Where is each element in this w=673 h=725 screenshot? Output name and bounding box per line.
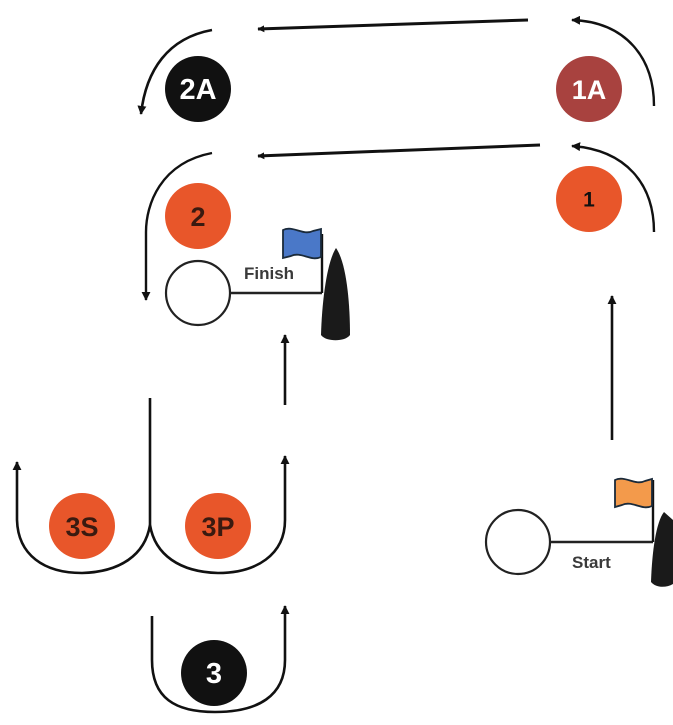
rounding-arc-1a — [571, 15, 656, 107]
mark-1a-label: 1A — [572, 75, 607, 105]
finish-pin-buoy — [164, 259, 232, 327]
mark-1: 1 — [556, 166, 622, 232]
mark-3s-label: 3S — [65, 512, 98, 542]
leg-arrow-1a-to-2a — [257, 18, 529, 33]
boat-icon — [321, 248, 350, 341]
rounding-arc-2 — [141, 151, 213, 301]
flag-icon — [614, 477, 653, 509]
start-pin-buoy — [484, 508, 552, 576]
rounding-arc-2a — [137, 28, 213, 115]
mark-2-label: 2 — [190, 202, 205, 232]
rounding-path-3 — [150, 605, 290, 714]
flag-icon — [282, 227, 322, 260]
boat-icon — [651, 512, 673, 587]
mark-1-label: 1 — [583, 189, 595, 212]
mark-3s: 3S — [49, 493, 115, 559]
mark-3p-label: 3P — [201, 512, 234, 542]
mark-3: 3 — [181, 640, 247, 706]
mark-1a: 1A — [556, 56, 622, 122]
finish-line-label: Finish — [244, 264, 294, 283]
rounding-path-3p — [148, 455, 290, 575]
mark-2: 2 — [165, 183, 231, 249]
rounding-path-3s — [12, 461, 152, 575]
mark-2a: 2A — [165, 56, 231, 122]
start-line-label: Start — [572, 553, 611, 572]
leg-arrow-1-to-2 — [257, 143, 541, 160]
mark-2a-label: 2A — [179, 74, 216, 106]
rounding-arc-1 — [571, 142, 656, 233]
mark-3-label: 3 — [206, 658, 222, 690]
mark-3p: 3P — [185, 493, 251, 559]
